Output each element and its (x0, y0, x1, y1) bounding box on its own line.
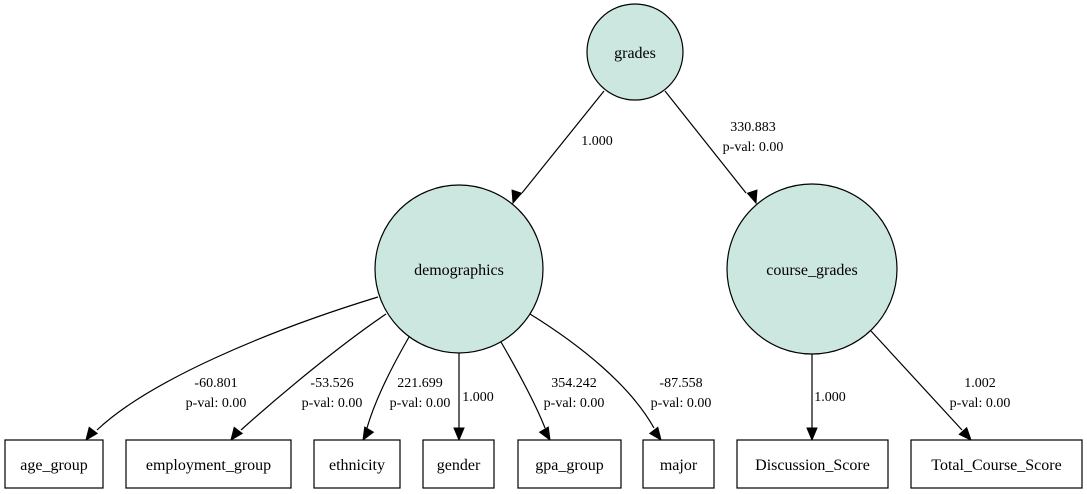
edges-layer: 1.000 330.883 p-val: 0.00 -60.801 p-val: 0.0… (85, 90, 1011, 442)
observed-node-box (517, 439, 622, 489)
edge-estimate-label: 1.000 (814, 390, 846, 405)
edge-estimate-label: -53.526 (310, 376, 353, 391)
edge-pval-label: p-val: 0.00 (302, 396, 363, 411)
latent-node-label: demographics (414, 262, 504, 279)
observed-node-label: gender (437, 457, 481, 474)
latent-node-label: course_grades (766, 262, 858, 279)
observed-node-box (4, 439, 104, 489)
edge-line (529, 313, 655, 429)
edge-line (240, 313, 387, 431)
edge-pval-label: p-val: 0.00 (950, 396, 1011, 411)
edge-demographics-to-age_group: -60.801 p-val: 0.00 (85, 296, 379, 442)
edge-estimate-label: 1.002 (964, 376, 996, 391)
edge-pval-label: p-val: 0.00 (544, 396, 605, 411)
edge-estimate-label: 354.242 (551, 376, 597, 391)
observed-node-box (422, 439, 495, 489)
edge-estimate-label: 1.000 (581, 134, 613, 149)
observed-node-box (736, 439, 889, 489)
edge-estimate-label: 330.883 (730, 120, 776, 135)
observed-node-label: gpa_group (535, 457, 603, 474)
edge-grades-to-course_grades: 330.883 p-val: 0.00 (664, 90, 784, 205)
observed-node-label: major (660, 457, 698, 474)
nodes-layer: grades demographics course_grades age_group… (4, 3, 1083, 489)
arrowhead (362, 426, 375, 442)
edge-course_grades-to-Discussion_Score: 1.000 (806, 354, 846, 442)
edge-line (500, 341, 546, 429)
edge-estimate-label: -87.558 (659, 376, 702, 391)
observed-node-label: Discussion_Score (755, 457, 870, 474)
observed-node-label: age_group (20, 457, 88, 474)
edge-pval-label: p-val: 0.00 (651, 396, 712, 411)
edge-pval-label: p-val: 0.00 (723, 140, 784, 155)
arrowhead (511, 189, 523, 205)
edge-line (664, 90, 747, 194)
arrowhead (230, 426, 244, 442)
edge-estimate-label: 1.000 (462, 390, 494, 405)
observed-node-label: Total_Course_Score (931, 457, 1061, 474)
arrowhead (453, 427, 465, 442)
arrowhead (746, 189, 758, 205)
arrowhead (806, 427, 818, 442)
edge-course_grades-to-Total_Course_Score: 1.002 p-val: 0.00 (870, 330, 1011, 441)
arrowhead (958, 426, 972, 441)
edge-pval-label: p-val: 0.00 (390, 396, 451, 411)
observed-node-gpa-group: gpa_group (517, 439, 622, 489)
observed-node-label: employment_group (146, 457, 271, 474)
latent-node-course_grades: course_grades (726, 183, 898, 355)
observed-node-employment-group: employment_group (125, 439, 292, 489)
observed-node-label: ethnicity (329, 457, 385, 474)
latent-node-label: grades (614, 45, 656, 62)
observed-node-total-course-score: Total_Course_Score (910, 439, 1083, 489)
edge-line (366, 336, 410, 429)
observed-node-box (642, 439, 715, 489)
observed-node-box (313, 439, 401, 489)
edge-line (870, 330, 963, 431)
observed-node-discussion-score: Discussion_Score (736, 439, 889, 489)
latent-node-grades: grades (586, 3, 684, 101)
observed-node-ethnicity: ethnicity (313, 439, 401, 489)
arrowhead (538, 426, 551, 442)
observed-node-gender: gender (422, 439, 495, 489)
observed-node-major: major (642, 439, 715, 489)
edge-pval-label: p-val: 0.00 (186, 396, 247, 411)
edge-demographics-to-employment_group: -53.526 p-val: 0.00 (230, 313, 387, 442)
edge-line (96, 296, 379, 431)
arrowhead (648, 426, 662, 442)
edge-grades-to-demographics: 1.000 (511, 90, 613, 205)
observed-node-box (125, 439, 292, 489)
latent-node-circle (726, 183, 898, 355)
latent-node-circle (374, 184, 544, 354)
edge-demographics-to-gpa_group: 354.242 p-val: 0.00 (500, 341, 605, 442)
edge-estimate-label: -60.801 (194, 376, 237, 391)
edge-demographics-to-gender: 1.000 (453, 353, 494, 442)
edge-line (521, 90, 605, 194)
edge-estimate-label: 221.699 (397, 376, 443, 391)
observed-node-age-group: age_group (4, 439, 104, 489)
latent-node-circle (586, 3, 684, 101)
edge-demographics-to-major: -87.558 p-val: 0.00 (529, 313, 712, 442)
observed-node-box (910, 439, 1083, 489)
latent-node-demographics: demographics (374, 184, 544, 354)
edge-demographics-to-ethnicity: 221.699 p-val: 0.00 (362, 336, 451, 442)
arrowhead (85, 426, 99, 442)
